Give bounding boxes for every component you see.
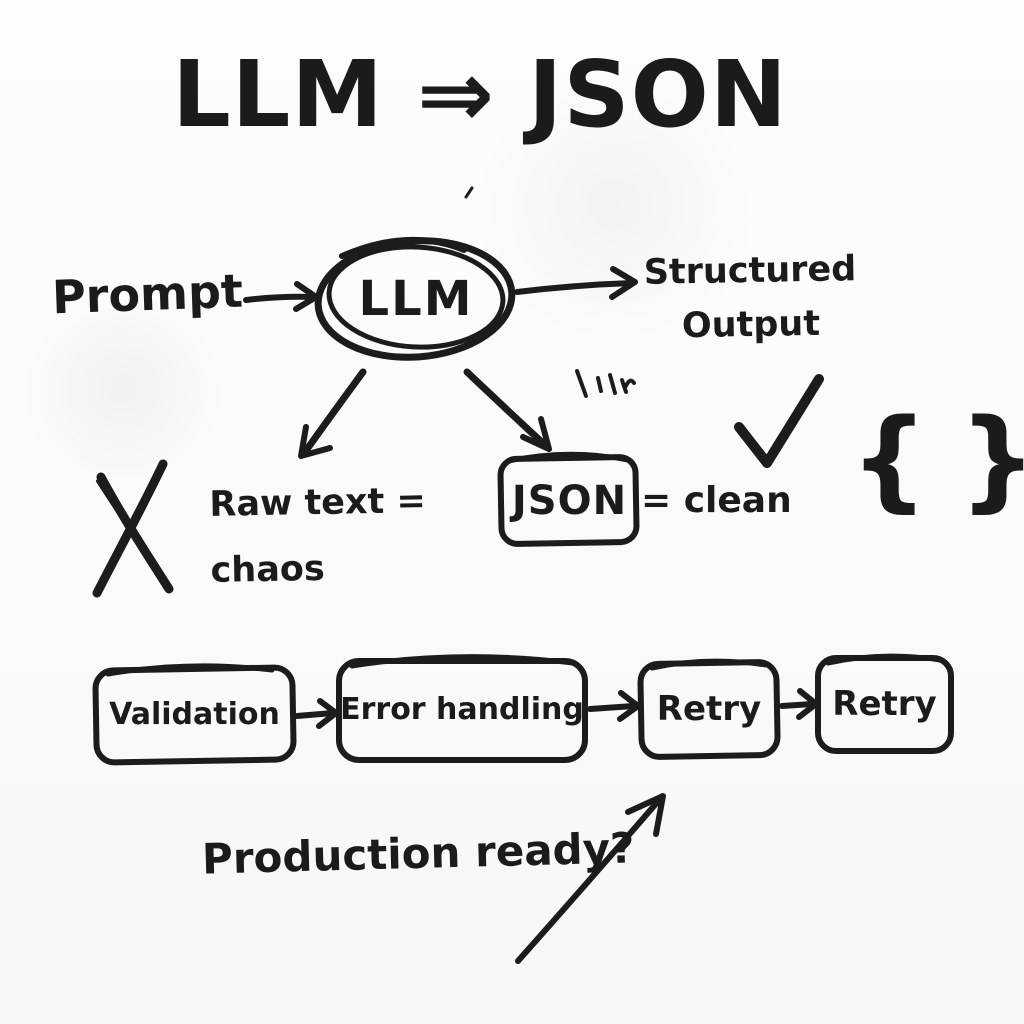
structured-output-line2: Output [681,303,821,347]
arrow-llm-to-output-icon [514,266,638,300]
arrow-llm-to-json-icon [463,368,552,452]
llm-node-label: LLM [358,271,474,328]
arrow-llm-to-raw-icon [298,368,367,459]
arrow-production-ready-icon [515,793,666,964]
json-box-label: JSON [511,478,628,524]
validation-box [92,663,297,766]
error-handling-box [336,654,588,763]
structured-output-line1: Structured [643,249,857,293]
structured-output-label: Structured Output [627,242,874,354]
raw-text-line2: chaos [210,548,326,591]
page-title: LLM ⇒ JSON [172,41,788,148]
checkmark-icon [734,374,824,468]
arrow-retry-to-retry-icon [779,688,819,720]
raw-text-chaos-label: Raw text = chaos [209,468,428,604]
prompt-label: Prompt [51,263,244,325]
pipeline-step-retry-2: Retry [832,683,937,724]
scribble-marks [575,369,636,398]
pipeline-step-validation: Validation [109,696,280,732]
stray-mark [464,186,474,199]
raw-text-line1: Raw text = [209,481,427,525]
arrow-validation-to-error-icon [294,698,339,729]
llm-circle [314,236,516,361]
arrow-error-to-retry-icon [587,690,641,722]
arrow-prompt-to-llm-icon [243,281,319,312]
pipeline-step-retry-1: Retry [656,688,762,729]
curly-braces-icon: { } [850,395,1024,523]
json-box [497,451,640,547]
pipeline-step-error-handling: Error handling [340,692,584,728]
retry-box-1 [637,658,781,760]
x-mark-icon [92,459,174,598]
clean-label: = clean [641,480,792,521]
